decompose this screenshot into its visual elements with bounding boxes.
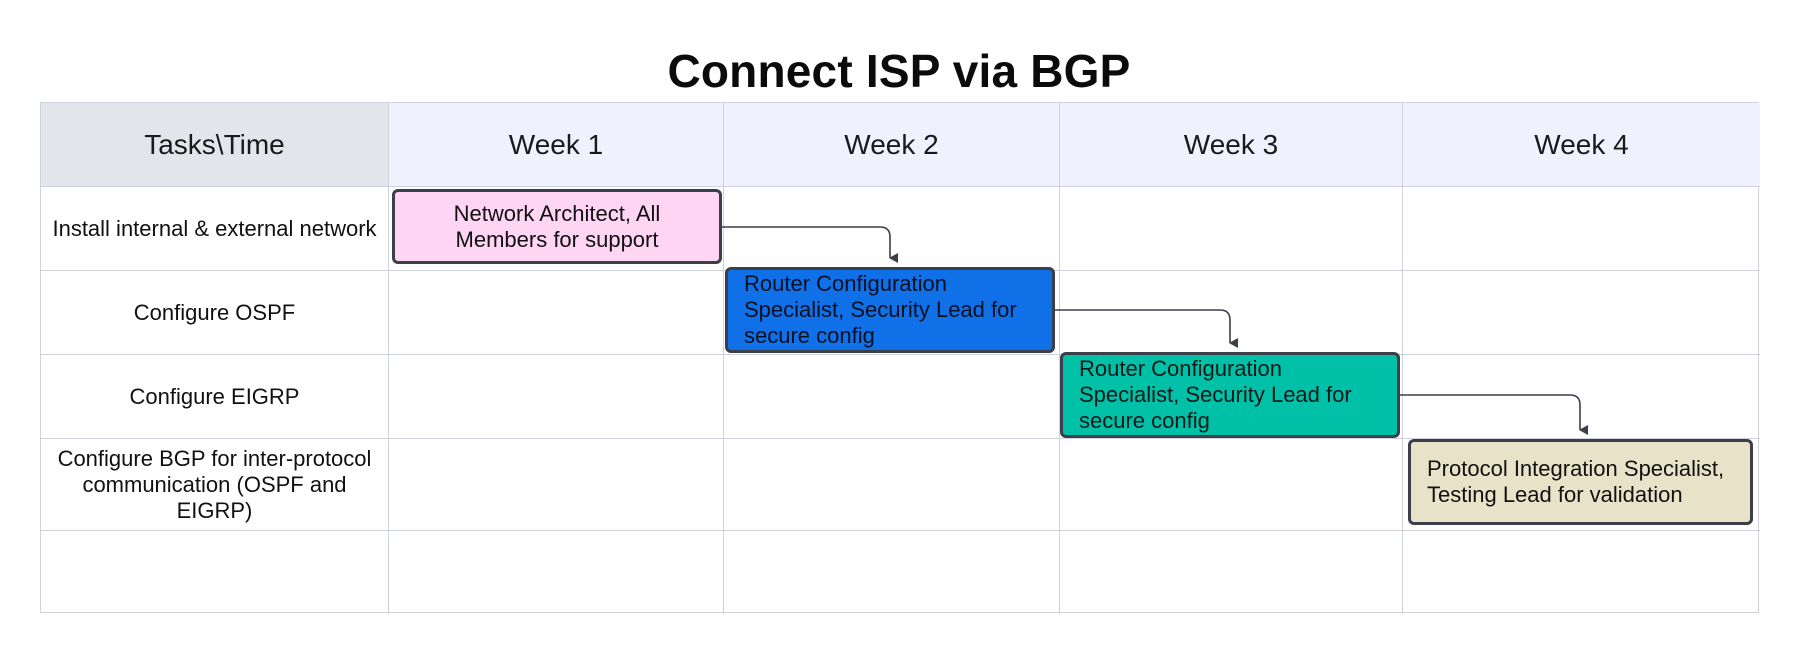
row-label-configure-eigrp: Configure EIGRP [41, 355, 389, 439]
task-bar-label: Router Configuration Specialist, Securit… [744, 271, 1017, 348]
grid-cell [724, 531, 1060, 614]
header-week-2: Week 2 [724, 103, 1060, 187]
grid-cell [389, 271, 724, 355]
task-bar-label: Network Architect, All Members for suppo… [453, 200, 661, 252]
gantt-grid: Tasks\Time Week 1 Week 2 Week 3 Week 4 I… [40, 102, 1760, 614]
row-label-configure-ospf: Configure OSPF [41, 271, 389, 355]
header-corner: Tasks\Time [41, 103, 389, 187]
row-label-empty [41, 531, 389, 614]
task-bar-week-1[interactable]: Network Architect, All Members for suppo… [392, 189, 722, 264]
grid-cell [1060, 439, 1403, 531]
grid-cell [1403, 439, 1760, 531]
row-label-install-network: Install internal & external network [41, 187, 389, 271]
grid-cell [724, 439, 1060, 531]
task-bar-week-2[interactable]: Router Configuration Specialist, Securit… [725, 267, 1055, 353]
grid-cell [389, 531, 724, 614]
grid-cell [389, 439, 724, 531]
grid-cell [1060, 271, 1403, 355]
grid-cell [1403, 271, 1760, 355]
page-title: Connect ISP via BGP [667, 45, 1131, 97]
task-bar-week-3[interactable]: Router Configuration Specialist, Securit… [1060, 352, 1400, 438]
task-bar-label: Router Configuration Specialist, Securit… [1079, 356, 1352, 433]
task-bar-week-4[interactable]: Protocol Integration Specialist, Testing… [1408, 439, 1753, 525]
header-week-1: Week 1 [389, 103, 724, 187]
grid-cell [1060, 531, 1403, 614]
row-label-configure-bgp: Configure BGP for inter-protocol communi… [41, 439, 389, 531]
header-week-4: Week 4 [1403, 103, 1760, 187]
grid-cell [1060, 187, 1403, 271]
grid-cell [1403, 187, 1760, 271]
grid-cell [724, 187, 1060, 271]
task-bar-label: Protocol Integration Specialist, Testing… [1427, 456, 1725, 507]
grid-cell [724, 355, 1060, 439]
header-week-3: Week 3 [1060, 103, 1403, 187]
grid-cell [389, 355, 724, 439]
grid-cell [1403, 355, 1760, 439]
grid-cell [1403, 531, 1760, 614]
